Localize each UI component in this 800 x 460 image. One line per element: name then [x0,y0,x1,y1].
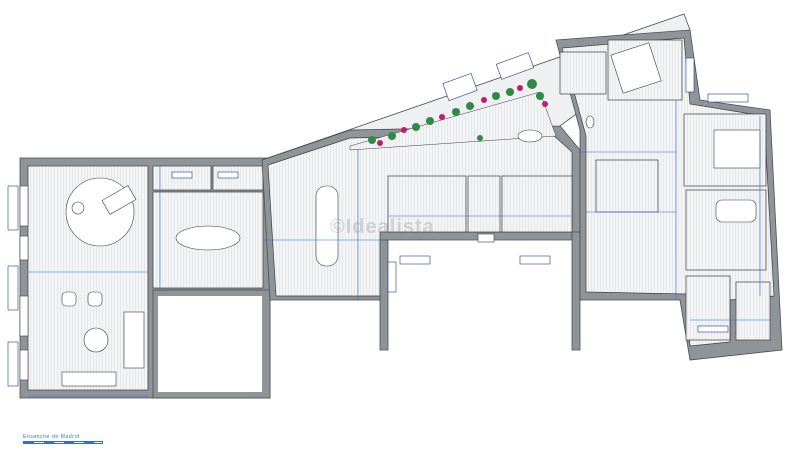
courtyard-void [158,296,262,392]
toilet-icon [585,115,595,129]
sofa-icon [61,371,117,387]
bed-icon [713,129,761,169]
dimension-lines [28,100,770,397]
bathtub-icon [715,199,757,223]
kitchen [595,159,659,213]
sink-icon [477,233,495,243]
bath-center [467,175,501,233]
dining-table-icon [175,225,241,251]
left-block [19,157,271,399]
bed-icon [610,42,662,94]
armchair-icon [87,291,103,307]
scale-title: Ensanche de Madrid [23,434,80,440]
furniture [61,42,761,387]
scale-bar [23,441,103,444]
shelf [123,311,145,369]
facade-windows [19,185,29,381]
room-tags [7,52,749,387]
plant-icon [368,79,548,146]
bedroom-center [387,175,467,233]
toilet-icon [517,129,543,143]
armchair-icon [61,291,77,307]
right-block [555,29,783,361]
armchair-icon [101,185,137,215]
bathtub-icon [315,185,339,267]
center-block [261,125,581,351]
bath-top [559,51,607,95]
storage [735,281,771,341]
watermark-text: ©Idealista [330,216,435,238]
round-table-icon [83,327,109,353]
dressing [501,175,573,233]
